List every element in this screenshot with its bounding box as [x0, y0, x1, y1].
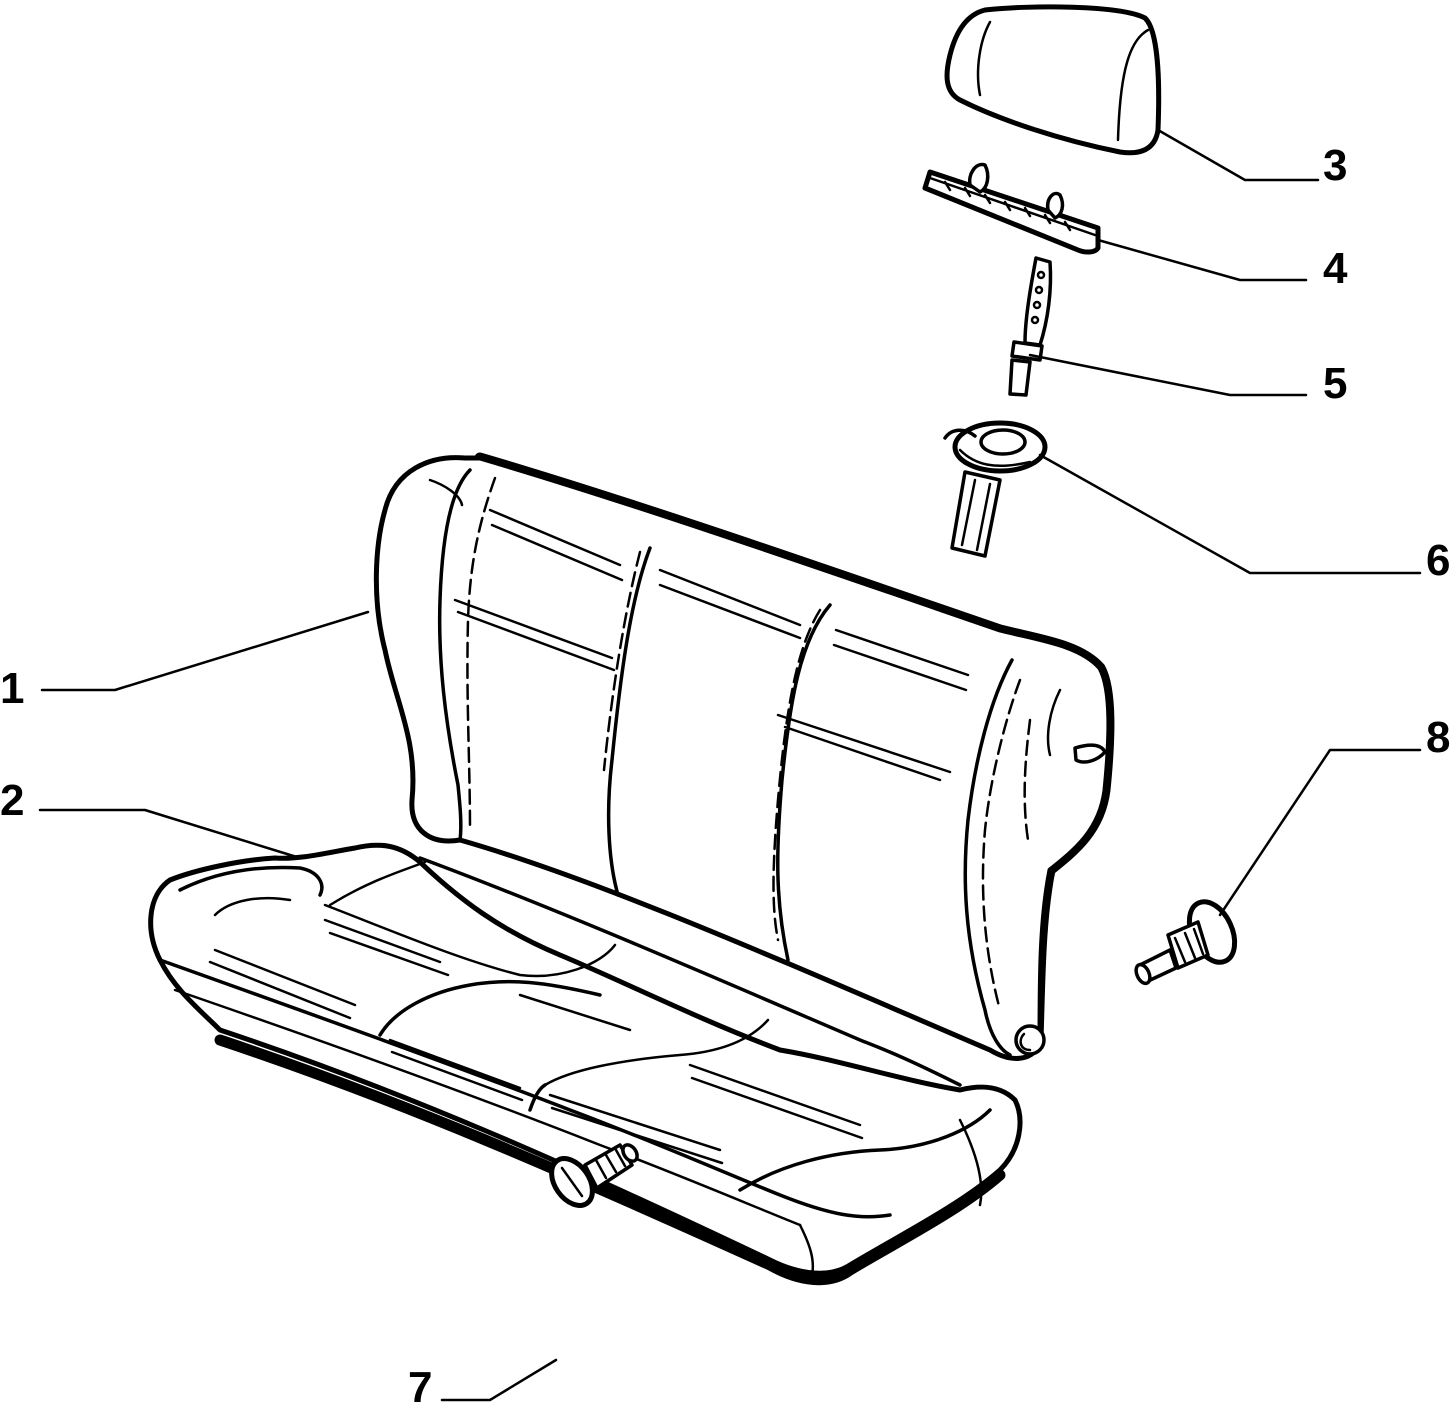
- callout-8: 8: [1426, 713, 1450, 762]
- leader-line-2: [38, 808, 302, 860]
- seat-cushion: [148, 842, 1023, 1286]
- leader-line-7: [440, 1358, 558, 1402]
- callout-3: 3: [1323, 141, 1347, 190]
- leader-line-5: [1028, 353, 1308, 397]
- headrest-bushing: [943, 420, 1048, 558]
- headrest-rod: [1008, 256, 1053, 397]
- callout-6: 6: [1426, 536, 1450, 585]
- headrest-guide-bar: [922, 162, 1101, 255]
- callout-1: 1: [0, 664, 24, 713]
- screw-lower: [549, 1143, 639, 1208]
- callout-7: 7: [408, 1363, 432, 1406]
- leader-line-3: [1156, 128, 1320, 182]
- callout-5: 5: [1323, 359, 1347, 408]
- callout-4: 4: [1323, 244, 1348, 293]
- leader-line-1: [40, 610, 370, 692]
- leader-line-6: [1038, 453, 1422, 575]
- leader-line-4: [1096, 238, 1308, 282]
- screw-right: [1134, 899, 1238, 986]
- callout-2: 2: [0, 776, 24, 825]
- leader-line-8: [1218, 748, 1422, 917]
- headrest: [944, 4, 1162, 156]
- seat-backrest: [373, 452, 1115, 1061]
- leader-lines: [38, 128, 1422, 1402]
- callout-numbers: 1 2 3 4 5 6 7 8: [0, 141, 1450, 1406]
